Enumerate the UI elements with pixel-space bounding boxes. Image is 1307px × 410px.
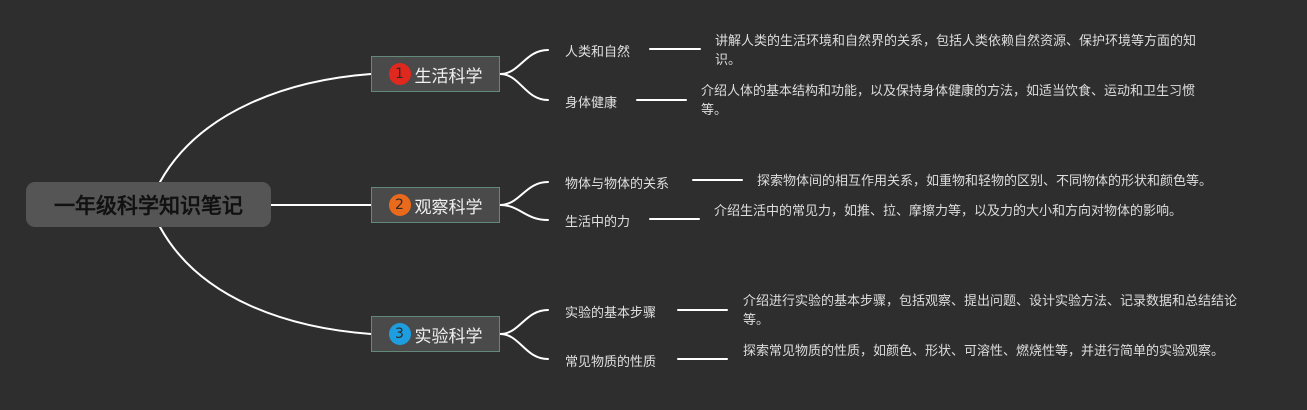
topic-3-2[interactable]: 常见物质的性质 (565, 355, 657, 370)
topic-3-1[interactable]: 实验的基本步骤 (565, 306, 657, 321)
topic-2-1[interactable]: 物体与物体的关系 (565, 177, 670, 192)
connector-branch-2-topic-2 (499, 204, 549, 221)
topic-2-2[interactable]: 生活中的力 (565, 215, 631, 230)
connector-root-branch-1 (159, 73, 372, 183)
connector-branch-2-topic-1 (499, 181, 549, 206)
branch-label-2: 观察科学 (414, 197, 483, 218)
description-2-1: 探索物体间的相互作用关系，如重物和轻物的区别、不同物体的形状和颜色等。 (757, 174, 1213, 189)
connector-branch-1-topic-1 (499, 49, 549, 75)
branch-node-1[interactable]: 1 生活科学 (371, 56, 500, 92)
description-1-2: 介绍人体的基本结构和功能，以及保持身体健康的方法，如适当饮食、运动和卫生习惯等。 (701, 84, 1196, 118)
number-badge-3: 3 (388, 323, 411, 345)
branch-node-2[interactable]: 2 观察科学 (371, 187, 500, 223)
description-2-2: 介绍生活中的常见力，如推、拉、摩擦力等，以及力的大小和方向对物体的影响。 (714, 204, 1183, 219)
connector-branch-3-topic-1 (499, 309, 549, 335)
connector-branch-1-topic-2 (499, 73, 549, 101)
connector-branch-3-topic-2 (499, 333, 549, 360)
description-1-1: 讲解人类的生活环境和自然界的关系，包括人类依赖自然资源、保护环境等方面的知识。 (715, 34, 1197, 68)
branch-label-3: 实验科学 (414, 326, 483, 347)
number-badge-2: 2 (388, 194, 411, 216)
number-badge-1: 1 (388, 63, 411, 85)
root-label: 一年级科学知识笔记 (54, 193, 243, 218)
topic-1-1[interactable]: 人类和自然 (565, 45, 631, 60)
connector-root-branch-3 (159, 226, 372, 335)
branch-node-3[interactable]: 3 实验科学 (371, 316, 500, 352)
description-3-1: 介绍进行实验的基本步骤，包括观察、提出问题、设计实验方法、记录数据和总结结论等。 (743, 294, 1238, 328)
description-3-2: 探索常见物质的性质，如颜色、形状、可溶性、燃烧性等，并进行简单的实验观察。 (743, 344, 1225, 359)
root-node[interactable]: 一年级科学知识笔记 (26, 182, 271, 227)
topic-1-2[interactable]: 身体健康 (565, 96, 618, 111)
branch-label-1: 生活科学 (414, 66, 483, 87)
